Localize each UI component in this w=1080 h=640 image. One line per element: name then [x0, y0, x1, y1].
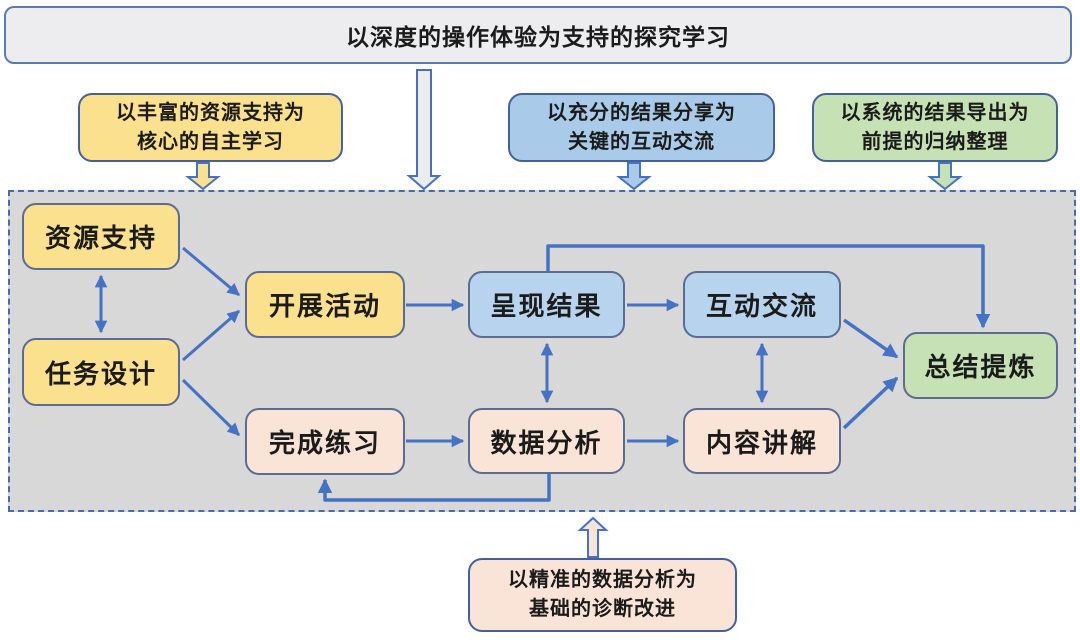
node-complete-exercise: 完成练习: [245, 408, 405, 475]
callout-autonomous-learning: 以丰富的资源支持为 核心的自主学习: [78, 93, 343, 162]
node-present-results: 呈现结果: [468, 271, 625, 338]
callout-inductive-organization: 以系统的结果导出为 前提的归纳整理: [812, 93, 1058, 162]
block-arrow-banner-down: [406, 69, 442, 191]
callout-interactive-exchange: 以充分的结果分享为 关键的互动交流: [508, 93, 775, 162]
block-arrow-interaction-down: [616, 162, 652, 191]
block-arrow-autonomy-down: [185, 162, 221, 191]
callout-diagnostic-improvement: 以精准的数据分析为 基础的诊断改进: [468, 558, 737, 632]
callout-autonomous-learning-label: 以丰富的资源支持为 核心的自主学习: [116, 101, 305, 153]
node-carry-out-activity: 开展活动: [245, 271, 405, 338]
node-present-results-label: 呈现结果: [490, 291, 603, 321]
block-arrow-diagnosis-up: [577, 516, 609, 558]
node-content-explanation-label: 内容讲解: [705, 427, 818, 458]
node-resource-support: 资源支持: [22, 203, 180, 270]
node-task-design-label: 任务设计: [44, 358, 157, 389]
node-data-analysis: 数据分析: [468, 408, 625, 474]
node-resource-support-label: 资源支持: [44, 223, 157, 253]
node-content-explanation: 内容讲解: [683, 408, 841, 474]
node-carry-out-activity-label: 开展活动: [268, 291, 381, 321]
callout-diagnostic-improvement-label: 以精准的数据分析为 基础的诊断改进: [508, 569, 697, 620]
banner-box: 以深度的操作体验为支持的探究学习: [4, 6, 1072, 64]
block-arrow-induction-down: [927, 162, 963, 191]
node-task-design: 任务设计: [22, 338, 180, 406]
banner-label: 以深度的操作体验为支持的探究学习: [346, 24, 730, 50]
node-data-analysis-label: 数据分析: [490, 427, 603, 458]
node-interactive-exchange: 互动交流: [683, 271, 841, 338]
node-summarize-refine: 总结提炼: [903, 332, 1058, 399]
callout-inductive-organization-label: 以系统的结果导出为 前提的归纳整理: [840, 101, 1030, 153]
node-summarize-refine-label: 总结提炼: [924, 352, 1037, 382]
node-interactive-exchange-label: 互动交流: [705, 291, 818, 321]
node-complete-exercise-label: 完成练习: [268, 428, 381, 458]
callout-interactive-exchange-label: 以充分的结果分享为 关键的互动交流: [547, 101, 736, 153]
